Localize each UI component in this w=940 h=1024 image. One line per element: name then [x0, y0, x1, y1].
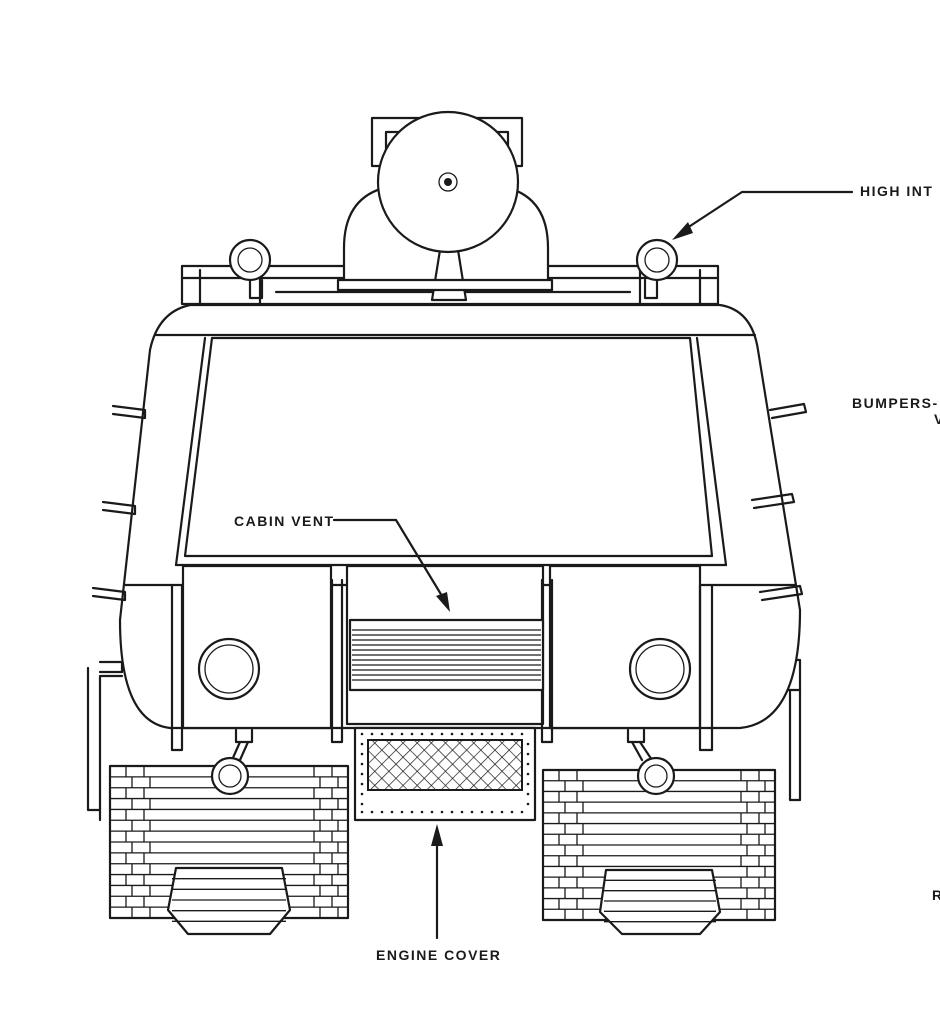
- rivet: [510, 732, 514, 736]
- rivet: [370, 732, 374, 736]
- rivet: [420, 732, 424, 736]
- rivet: [360, 802, 364, 806]
- cabin-vent-callout: CABIN VENT: [234, 513, 450, 612]
- rivet: [490, 810, 494, 814]
- rivet: [450, 732, 454, 736]
- rivet: [410, 810, 414, 814]
- roof-spotlight: [336, 110, 554, 302]
- rivet: [420, 810, 424, 814]
- rivet: [360, 772, 364, 776]
- rivet: [500, 810, 504, 814]
- bumpers-label: BUMPERS-: [852, 395, 939, 411]
- rivet: [430, 810, 434, 814]
- rivet: [360, 762, 364, 766]
- left-headlight: [197, 637, 261, 701]
- rivet: [380, 810, 384, 814]
- rivet: [490, 732, 494, 736]
- cabin-vent-label: CABIN VENT: [234, 513, 335, 529]
- bumpers-label-fragment: V: [934, 411, 940, 427]
- rivet: [520, 810, 524, 814]
- rivet: [360, 732, 364, 736]
- rivet: [390, 810, 394, 814]
- rivet: [400, 732, 404, 736]
- high-intensity-lights-callout: HIGH INT: [672, 183, 933, 240]
- right-headlight: [628, 637, 692, 701]
- rivet: [410, 732, 414, 736]
- rivet: [500, 732, 504, 736]
- left-bumper-rail: [86, 660, 124, 822]
- rivet: [460, 732, 464, 736]
- rivet: [526, 762, 530, 766]
- rivet: [526, 792, 530, 796]
- rivet: [380, 732, 384, 736]
- rivet: [526, 802, 530, 806]
- rivet: [470, 810, 474, 814]
- left-high-intensity-light: [228, 238, 272, 300]
- rivet: [370, 810, 374, 814]
- rivet: [526, 782, 530, 786]
- rivet: [470, 732, 474, 736]
- rivet: [526, 772, 530, 776]
- rivet: [510, 810, 514, 814]
- rivet: [526, 742, 530, 746]
- rivet: [390, 732, 394, 736]
- rivet: [430, 732, 434, 736]
- right-edge-label-fragment: R: [932, 887, 940, 903]
- right-tie-down-handles: [750, 402, 808, 602]
- rivet: [360, 742, 364, 746]
- engine-cover: [353, 726, 537, 822]
- left-tie-down-handles: [91, 404, 147, 602]
- rivet: [460, 810, 464, 814]
- rivet: [360, 792, 364, 796]
- rivet: [440, 732, 444, 736]
- rivet: [360, 782, 364, 786]
- right-track: [541, 768, 777, 936]
- right-track-lamp: [626, 728, 676, 796]
- right-high-intensity-light: [635, 238, 679, 300]
- rivet: [360, 810, 364, 814]
- left-track-lamp: [210, 728, 254, 796]
- rivet: [360, 752, 364, 756]
- cabin-vent-grille: [348, 618, 545, 692]
- rivet: [520, 732, 524, 736]
- engine-cover-label: ENGINE COVER: [376, 947, 501, 963]
- rivet: [400, 810, 404, 814]
- rivet: [440, 810, 444, 814]
- rivet: [480, 732, 484, 736]
- rivet: [450, 810, 454, 814]
- bumpers-callout: BUMPERS- V: [852, 395, 940, 427]
- rivet: [480, 810, 484, 814]
- high-intensity-lights-label: HIGH INT: [860, 183, 933, 199]
- engine-cover-callout: ENGINE COVER: [376, 824, 501, 963]
- rivet: [526, 752, 530, 756]
